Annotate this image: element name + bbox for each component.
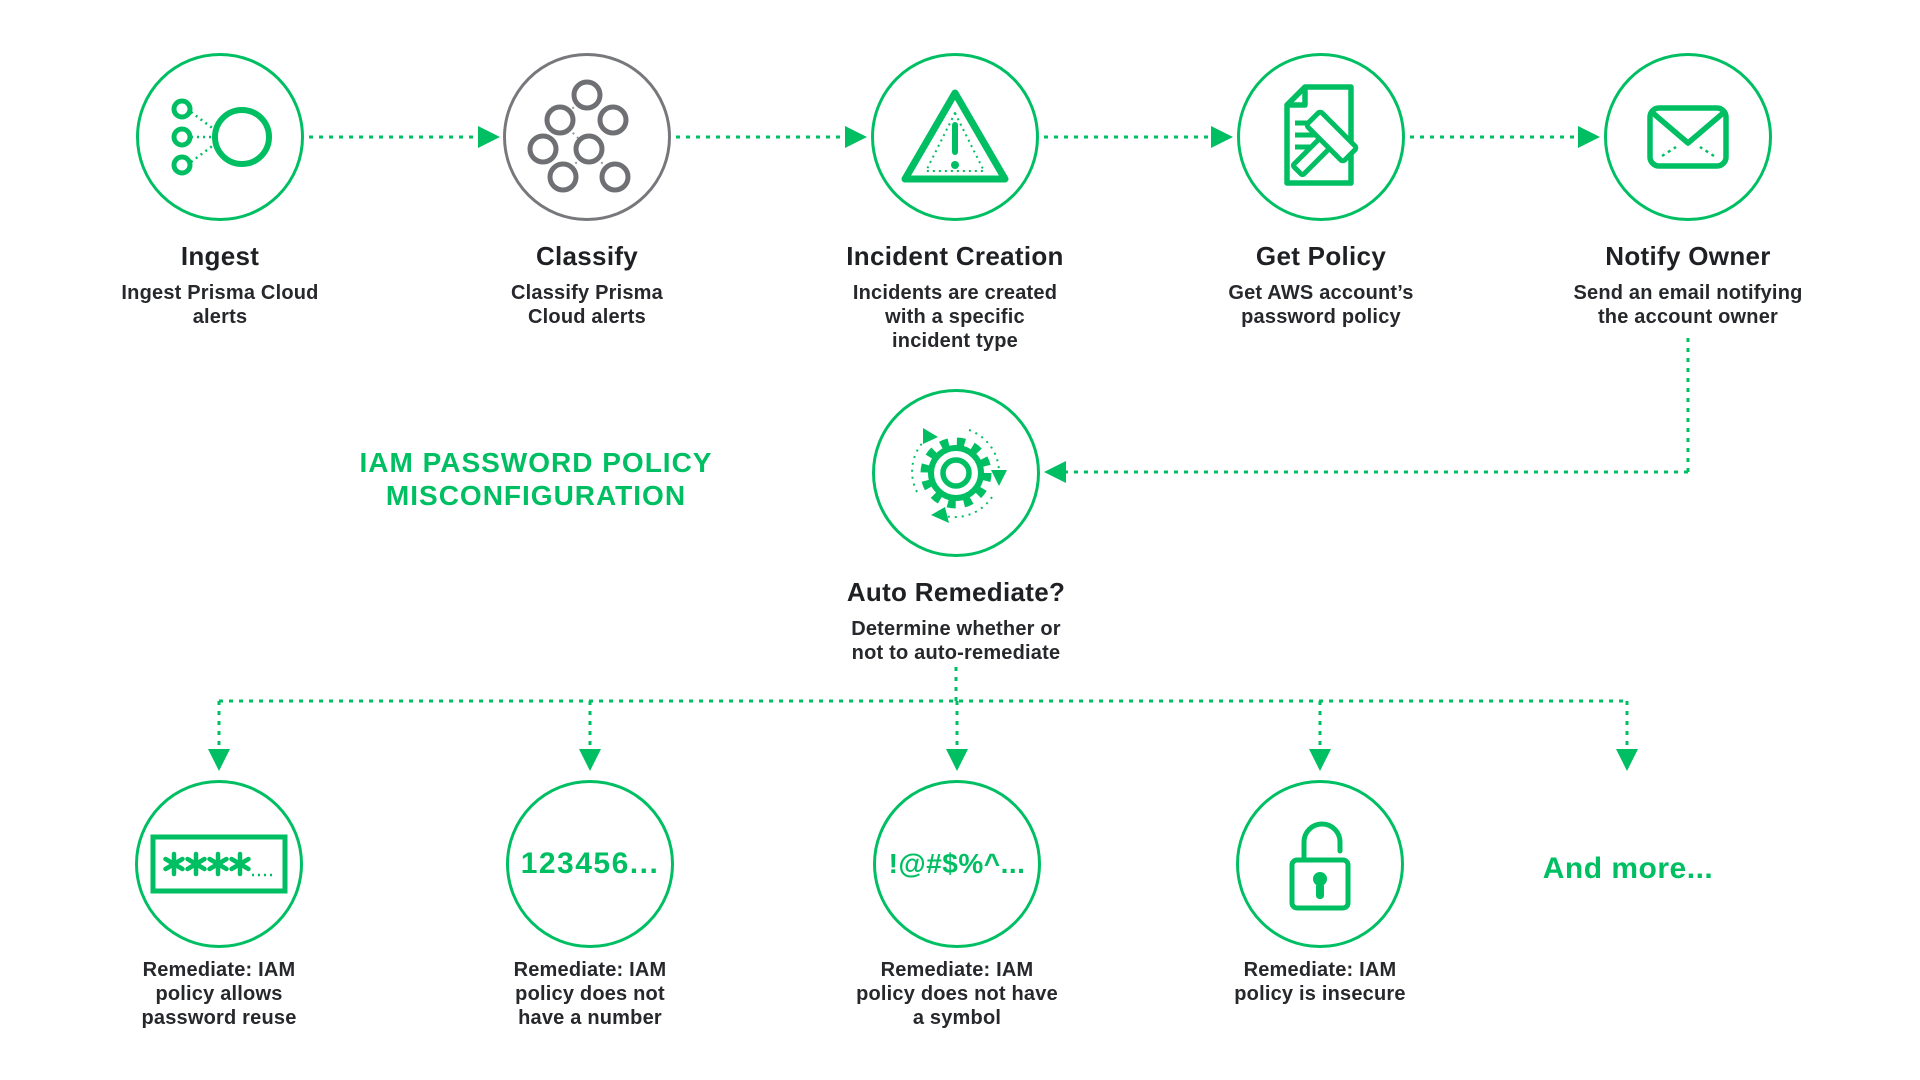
remediation-circle: 123456... [506, 780, 674, 948]
step-circle [1604, 53, 1772, 221]
step-title: Get Policy [1255, 241, 1387, 271]
open-padlock-icon [1289, 821, 1351, 911]
classify-cluster-icon [527, 79, 631, 193]
remediation-no-symbol: !@#$%^... Remediate: IAM policy does not… [797, 780, 1117, 1030]
remediation-circle [1236, 780, 1404, 948]
arrowhead-down [579, 749, 601, 771]
remediation-label: Remediate: IAM policy is insecure [1234, 959, 1406, 1005]
numeric-password-text-icon: 123456... [520, 847, 660, 880]
step-ingest: Ingest Ingest Prisma Cloud alerts [60, 53, 380, 329]
step-title: Auto Remediate? [846, 577, 1066, 607]
flow-title: IAM PASSWORD POLICY MISCONFIGURATION [359, 447, 713, 511]
remediation-no-number: 123456... Remediate: IAM policy does not… [430, 780, 750, 1030]
remediation-label: Remediate: IAM policy does not have a sy… [856, 959, 1058, 1029]
symbol-password-text-icon: !@#$%^... [888, 848, 1026, 879]
step-description: Ingest Prisma Cloud alerts [121, 282, 319, 328]
policy-document-gavel-icon [1284, 84, 1359, 186]
remediation-insecure-policy: Remediate: IAM policy is insecure [1160, 780, 1480, 1006]
arrowhead-down [1309, 749, 1331, 771]
step-description: Incidents are created with a specific in… [852, 282, 1058, 352]
step-description: Get AWS account’s password policy [1228, 282, 1414, 328]
step-classify: Classify Classify Prisma Cloud alerts [427, 53, 747, 329]
step-circle [872, 389, 1040, 557]
remediation-label: Remediate: IAM policy allows password re… [141, 959, 297, 1029]
password-field-asterisks-icon [150, 834, 288, 894]
remediation-password-reuse: Remediate: IAM policy allows password re… [59, 780, 379, 1030]
warning-triangle-icon [901, 89, 1009, 183]
step-title: Incident Creation [846, 241, 1064, 271]
step-description: Send an email notifying the account owne… [1573, 282, 1803, 328]
step-circle [871, 53, 1039, 221]
remediation-label: Remediate: IAM policy does not have a nu… [513, 959, 667, 1029]
arrowhead-down [946, 749, 968, 771]
step-notify-owner: Notify Owner Send an email notifying the… [1528, 53, 1848, 329]
step-circle [136, 53, 304, 221]
remediation-circle: !@#$%^... [873, 780, 1041, 948]
remediation-circle [135, 780, 303, 948]
gear-rotation-icon [911, 428, 1007, 523]
ingest-sources-icon [171, 98, 272, 176]
step-incident-creation: Incident Creation Incidents are created … [795, 53, 1115, 353]
step-title: Classify [535, 241, 639, 271]
step-title: Notify Owner [1605, 241, 1771, 271]
arrowhead-down [1616, 749, 1638, 771]
email-envelope-icon [1647, 105, 1729, 169]
step-auto-remediate: Auto Remediate? Determine whether or not… [796, 389, 1116, 665]
step-description: Classify Prisma Cloud alerts [511, 282, 663, 328]
step-description: Determine whether or not to auto-remedia… [851, 618, 1061, 664]
step-title: Ingest [180, 241, 260, 271]
step-circle [1237, 53, 1405, 221]
and-more-label: And more... [1542, 852, 1714, 885]
arrowhead-down [208, 749, 230, 771]
step-get-policy: Get Policy Get AWS account’s password po… [1161, 53, 1481, 329]
step-circle [503, 53, 671, 221]
